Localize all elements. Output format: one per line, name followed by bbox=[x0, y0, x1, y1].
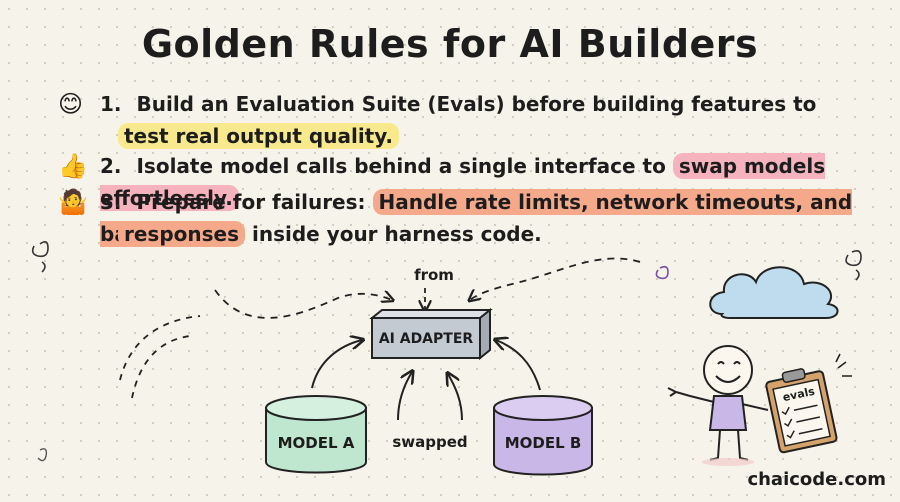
thumbs-up-icon: 👍 bbox=[58, 152, 88, 180]
swapped-label: swapped bbox=[392, 433, 467, 451]
rule-3-second-line: responses inside your harness code. bbox=[118, 218, 542, 250]
rule-3-tail: inside your harness code. bbox=[251, 222, 542, 246]
sparkle-doodle bbox=[835, 353, 852, 377]
smiley-face-icon: 😊 bbox=[58, 90, 84, 118]
arrow-swap-right bbox=[448, 374, 463, 421]
ai-adapter-box: AI ADAPTER bbox=[369, 307, 493, 361]
swirl-doodle bbox=[31, 240, 49, 273]
stick-figure-illustration bbox=[667, 345, 769, 466]
rule-2-number: 2. bbox=[100, 154, 122, 178]
rule-2-text: Isolate model calls behind a single inte… bbox=[136, 154, 666, 178]
swirl-doodle bbox=[845, 250, 862, 281]
rule-3-highlight-b: responses bbox=[118, 221, 245, 247]
dashed-arrow-left bbox=[214, 289, 392, 319]
dashed-curve-doodle bbox=[119, 315, 201, 399]
model-a-cylinder: MODEL A bbox=[265, 395, 367, 474]
dashed-arrow-right bbox=[470, 257, 641, 300]
rule-1-number: 1. bbox=[100, 92, 122, 116]
evals-clipboard-icon: evals bbox=[765, 368, 838, 454]
brand-watermark: chaicode.com bbox=[747, 469, 886, 490]
rule-3-text: Prepare for failures: bbox=[136, 190, 366, 214]
arrow-model-a-to-adapter bbox=[311, 340, 362, 389]
model-b-cylinder: MODEL B bbox=[493, 395, 593, 476]
ai-adapter-label: AI ADAPTER bbox=[379, 331, 474, 347]
rule-3: 3. Prepare for failures: Handle rate lim… bbox=[100, 186, 890, 250]
rule-3-number: 3. bbox=[100, 190, 122, 214]
rule-1-text: Build an Evaluation Suite (Evals) before… bbox=[136, 92, 817, 116]
arrow-model-b-to-adapter bbox=[496, 340, 541, 391]
swirl-doodle bbox=[655, 265, 669, 280]
shrug-icon: 🤷 bbox=[58, 188, 88, 216]
from-label: from bbox=[414, 266, 454, 284]
rule-1-highlight-line: test real output quality. bbox=[118, 120, 400, 152]
cloud-icon bbox=[709, 266, 839, 319]
rule-1-highlight: test real output quality. bbox=[118, 123, 400, 149]
swirl-doodle bbox=[37, 448, 48, 462]
page-title: Golden Rules for AI Builders bbox=[141, 22, 759, 66]
arrow-swap-left bbox=[397, 372, 412, 421]
model-b-label: MODEL B bbox=[505, 434, 582, 452]
model-a-label: MODEL A bbox=[278, 434, 355, 452]
rule-1: 1. Build an Evaluation Suite (Evals) bef… bbox=[100, 88, 820, 120]
